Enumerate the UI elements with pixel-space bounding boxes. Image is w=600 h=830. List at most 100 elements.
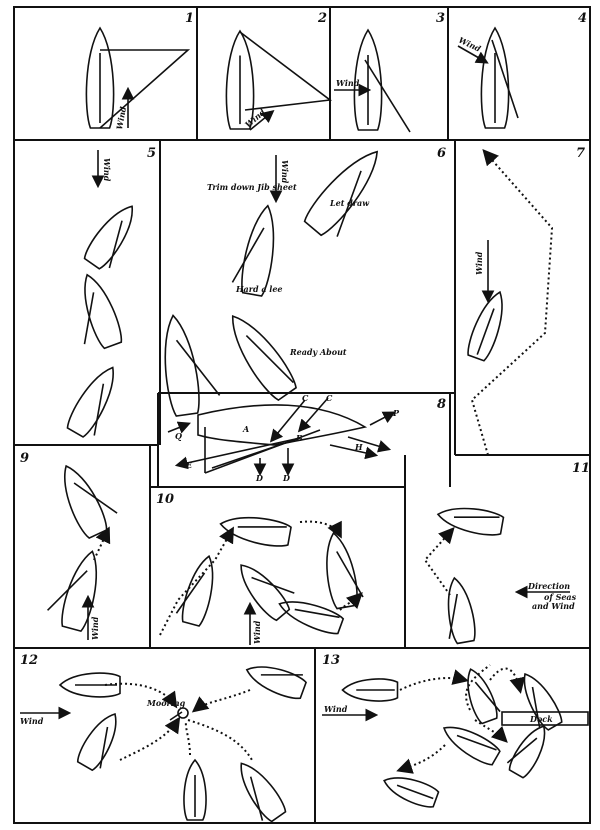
- wind-arrow-4: [457, 45, 489, 64]
- label-b: B: [295, 433, 303, 443]
- boat-hull: [240, 564, 291, 622]
- boat-hull: [442, 726, 501, 766]
- boom: [474, 681, 501, 713]
- label-c2: C: [326, 393, 333, 403]
- boats: [47, 26, 563, 823]
- boat-hull: [219, 516, 292, 547]
- boom: [456, 734, 497, 751]
- label-h: H: [354, 442, 363, 452]
- panel-6-labels: Trim down Jib sheet Let draw Hard a lee …: [207, 182, 370, 357]
- boat: [447, 576, 476, 645]
- ready-about-label: Ready About: [289, 347, 347, 357]
- wind-label-9: Wind: [90, 616, 100, 640]
- boat: [183, 758, 207, 821]
- force-diagram: Q A C C B P H E D D: [167, 393, 400, 483]
- sail-lines: [99, 31, 519, 721]
- boom: [237, 526, 287, 528]
- boom: [448, 593, 458, 639]
- wind-label-12: Wind: [20, 716, 44, 726]
- dock-label: Dock: [529, 714, 553, 724]
- boat: [467, 290, 503, 362]
- boat: [442, 726, 501, 766]
- panel-number-1: 1: [185, 11, 194, 26]
- boat-hull: [303, 150, 379, 237]
- wind-label-10: Wind: [252, 620, 262, 644]
- boat: [467, 668, 501, 725]
- boat: [58, 672, 121, 698]
- boom: [231, 227, 265, 283]
- boat: [85, 26, 115, 129]
- label-c1: C: [302, 393, 309, 403]
- boom: [245, 334, 294, 384]
- boat: [83, 273, 123, 350]
- mooring-buoy: [177, 707, 189, 719]
- boat-hull: [83, 205, 133, 270]
- dotted-courses: Mooring Dock: [93, 148, 589, 774]
- boom: [260, 674, 303, 676]
- trim-jib-label: Trim down Jib sheet: [207, 182, 297, 192]
- boat-hull: [76, 713, 117, 772]
- panel-number-12: 12: [20, 653, 38, 668]
- boat-hull: [183, 758, 207, 821]
- boat: [47, 550, 98, 633]
- wind-label-13: Wind: [324, 704, 348, 714]
- boat-hull: [61, 550, 98, 633]
- boom: [336, 551, 364, 598]
- boat-hull: [467, 668, 498, 725]
- panel-number-3: 3: [436, 11, 445, 26]
- boat-hull: [326, 531, 358, 610]
- boat-hull: [84, 273, 123, 350]
- label-q: Q: [175, 431, 182, 441]
- boat-hull: [164, 314, 200, 417]
- boat-hull: [231, 315, 297, 402]
- wind-label-6: Wind: [280, 160, 290, 184]
- panel-number-2: 2: [317, 11, 327, 26]
- boat: [240, 762, 287, 823]
- boat-hull: [353, 28, 383, 131]
- boat-hull: [64, 464, 108, 539]
- boat-hull: [225, 29, 255, 130]
- boat: [231, 204, 275, 297]
- boat-hull: [181, 554, 214, 627]
- boom: [531, 686, 541, 729]
- panel-number-7: 7: [576, 146, 585, 161]
- boat-hull: [58, 672, 121, 698]
- seas-label: of Seas: [544, 592, 577, 602]
- boat: [83, 205, 133, 270]
- and-wind-label: and Wind: [532, 601, 575, 611]
- let-draw-label: Let draw: [329, 198, 370, 208]
- panel-number-4: 4: [578, 11, 587, 26]
- boat: [231, 315, 297, 402]
- boom: [396, 784, 434, 800]
- panel-number-5: 5: [147, 146, 156, 161]
- panel-numbers: 1 2 3 4 5 6 7 8 9 10 11 12 13: [20, 11, 590, 668]
- wind-label-1: Wind: [114, 105, 128, 130]
- boat: [506, 725, 546, 779]
- boat: [436, 507, 505, 536]
- boom: [251, 576, 295, 594]
- wind-arrow-2: [249, 109, 275, 131]
- boat: [164, 314, 221, 417]
- boat-hull: [245, 666, 307, 700]
- boom: [249, 776, 264, 821]
- boat-hull: [447, 576, 476, 645]
- boat-hull: [278, 601, 345, 635]
- panel-number-13: 13: [322, 653, 340, 668]
- boom: [294, 608, 340, 619]
- boom: [175, 339, 221, 396]
- boat-hull: [240, 762, 287, 823]
- label-d1: D: [255, 473, 263, 483]
- wind-label-5: Wind: [102, 158, 112, 182]
- boat: [76, 713, 117, 772]
- boat-hull: [383, 777, 440, 808]
- boom: [83, 292, 95, 345]
- panel-number-11: 11: [572, 461, 590, 476]
- hard-a-lee-label: Hard a lee: [235, 284, 283, 294]
- mooring-label: Mooring: [146, 698, 186, 708]
- boat: [66, 366, 114, 438]
- boat: [523, 672, 563, 731]
- label-d2: D: [282, 473, 290, 483]
- direction-label: Direction: [527, 581, 570, 591]
- panel-number-10: 10: [156, 492, 174, 507]
